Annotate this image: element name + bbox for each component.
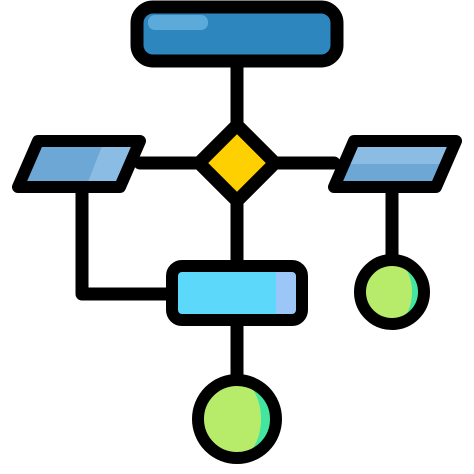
connector-lines xyxy=(75,53,399,390)
edge-left-data-to-process xyxy=(75,183,179,301)
right-data-node xyxy=(328,135,462,193)
bottom-end-connector-node xyxy=(192,374,282,464)
right-end-connector-node xyxy=(354,254,430,330)
decision-diamond-node xyxy=(192,118,282,208)
process-node xyxy=(166,260,308,326)
left-data-node xyxy=(12,135,146,193)
start-terminal-node xyxy=(130,0,344,68)
